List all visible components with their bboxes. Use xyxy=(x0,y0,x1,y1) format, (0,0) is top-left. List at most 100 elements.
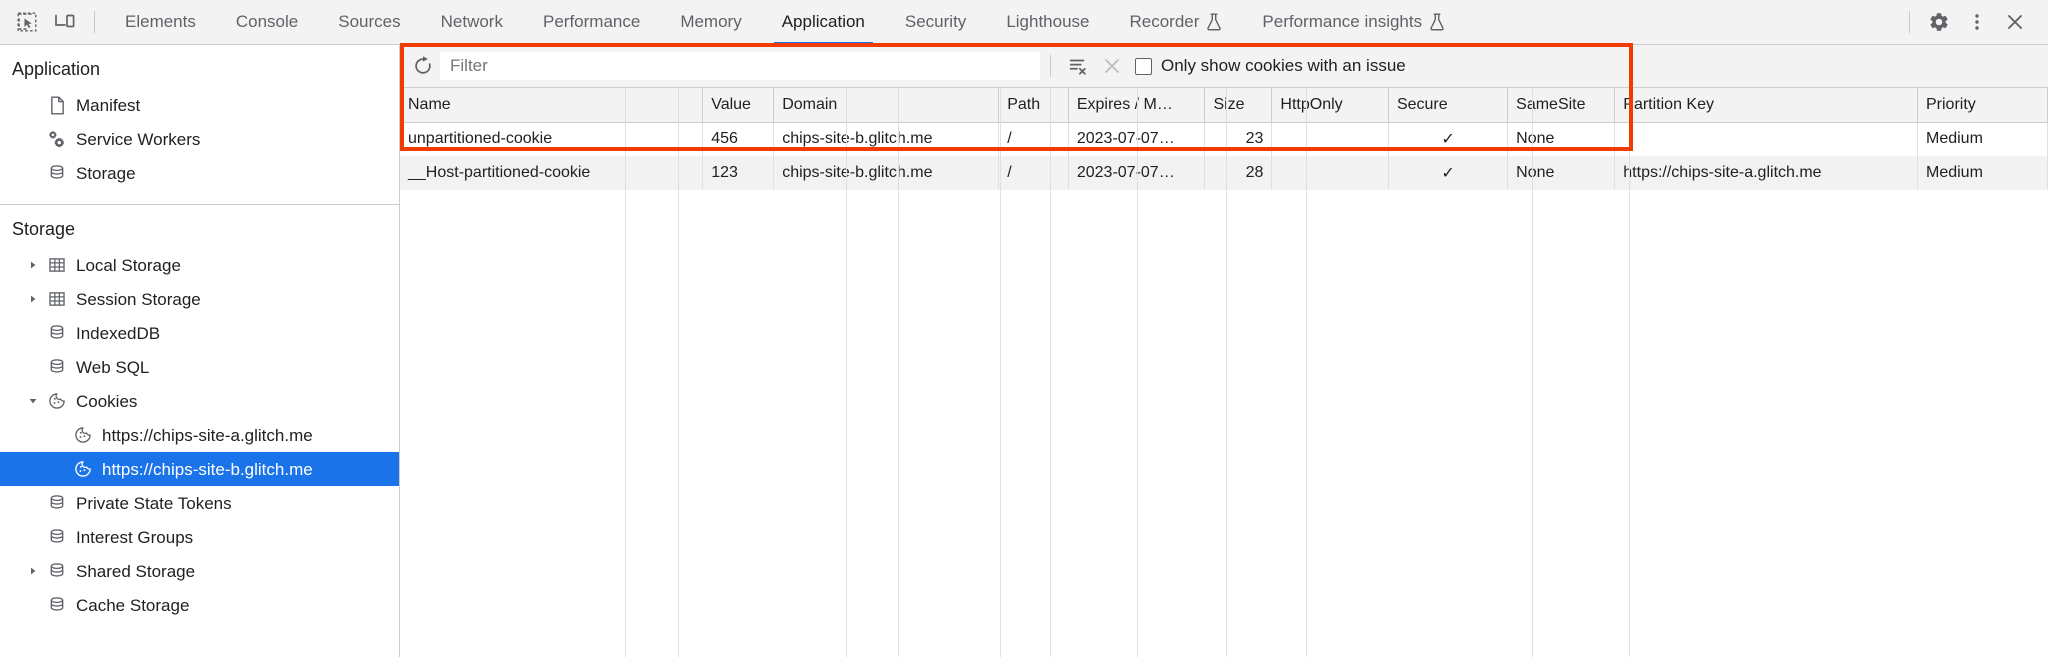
cell-samesite[interactable]: None xyxy=(1507,156,1616,190)
cell-name[interactable]: unpartitioned-cookie xyxy=(400,122,704,156)
cell-priority[interactable]: Medium xyxy=(1917,156,2048,190)
sidebar-item-web-sql[interactable]: Web SQL xyxy=(0,350,399,384)
filter-input[interactable] xyxy=(440,52,1040,80)
cell-name[interactable]: __Host-partitioned-cookie xyxy=(400,156,704,190)
sidebar-item-label: Storage xyxy=(76,163,136,183)
sidebar-item-private-state-tokens[interactable]: Private State Tokens xyxy=(0,486,399,520)
sidebar-item-label: Local Storage xyxy=(76,255,181,275)
chevron-right-icon[interactable] xyxy=(22,260,44,270)
cell-secure[interactable]: ✓ xyxy=(1388,156,1509,190)
table-icon xyxy=(44,290,70,308)
cell-secure[interactable]: ✓ xyxy=(1388,122,1509,156)
tab-console[interactable]: Console xyxy=(216,0,318,45)
chevron-down-icon[interactable] xyxy=(22,396,44,406)
sidebar-item-label: Private State Tokens xyxy=(76,493,232,513)
inspect-element-icon[interactable] xyxy=(8,3,46,41)
chevron-right-icon[interactable] xyxy=(22,294,44,304)
cell-domain[interactable]: chips-site-b.glitch.me xyxy=(773,122,1000,156)
column-header-priority[interactable]: Priority xyxy=(1917,88,2048,123)
column-header-domain[interactable]: Domain xyxy=(773,88,1000,123)
database-icon xyxy=(44,358,70,376)
database-icon xyxy=(44,596,70,614)
sidebar-item-cache-storage[interactable]: Cache Storage xyxy=(0,588,399,622)
tab-label: Sources xyxy=(338,12,401,31)
cell-domain[interactable]: chips-site-b.glitch.me xyxy=(773,156,1000,190)
column-header-samesite[interactable]: SameSite xyxy=(1507,88,1616,123)
column-header-name[interactable]: Name xyxy=(400,88,704,123)
cookie-icon xyxy=(70,426,96,444)
tab-performance-insights[interactable]: Performance insights xyxy=(1242,0,1465,45)
tab-security[interactable]: Security xyxy=(885,0,986,45)
cell-expires[interactable]: 2023-07-07… xyxy=(1068,122,1206,156)
sidebar-item-service-workers[interactable]: Service Workers xyxy=(0,122,399,156)
close-icon[interactable] xyxy=(1996,3,2034,41)
sidebar-item-https-chips-site-a-glitch-me[interactable]: https://chips-site-a.glitch.me xyxy=(0,418,399,452)
cell-partitionkey[interactable] xyxy=(1614,122,1918,156)
only-show-issues-label: Only show cookies with an issue xyxy=(1161,56,1406,75)
tab-network[interactable]: Network xyxy=(421,0,523,45)
tab-label: Application xyxy=(781,12,865,31)
cell-value[interactable]: 456 xyxy=(702,122,775,156)
sidebar-item-label: https://chips-site-b.glitch.me xyxy=(102,459,313,479)
cell-size[interactable]: 23 xyxy=(1204,122,1273,156)
tab-recorder[interactable]: Recorder xyxy=(1110,0,1243,45)
database-icon xyxy=(44,528,70,546)
sidebar-item-indexeddb[interactable]: IndexedDB xyxy=(0,316,399,350)
cell-samesite[interactable]: None xyxy=(1507,122,1616,156)
tab-sources[interactable]: Sources xyxy=(318,0,420,45)
toolbar-divider xyxy=(94,11,95,33)
cell-httponly[interactable] xyxy=(1271,156,1389,190)
column-header-value[interactable]: Value xyxy=(702,88,775,123)
kebab-menu-icon[interactable] xyxy=(1958,3,1996,41)
filter-bar-divider xyxy=(1050,55,1051,77)
cell-path[interactable]: / xyxy=(998,122,1069,156)
cell-partitionkey[interactable]: https://chips-site-a.glitch.me xyxy=(1614,156,1918,190)
column-header-partitionkey[interactable]: Partition Key xyxy=(1614,88,1918,123)
gear-icon[interactable] xyxy=(1920,3,1958,41)
sidebar-item-label: Shared Storage xyxy=(76,561,196,581)
device-toolbar-icon[interactable] xyxy=(46,3,84,41)
cell-value[interactable]: 123 xyxy=(702,156,775,190)
sidebar-item-cookies[interactable]: Cookies xyxy=(0,384,399,418)
sidebar-item-manifest[interactable]: Manifest xyxy=(0,88,399,122)
sidebar-item-storage[interactable]: Storage xyxy=(0,156,399,190)
sidebar-item-shared-storage[interactable]: Shared Storage xyxy=(0,554,399,588)
checkbox-box[interactable] xyxy=(1135,57,1152,75)
tab-memory[interactable]: Memory xyxy=(660,0,761,45)
column-header-size[interactable]: Size xyxy=(1204,88,1273,123)
tab-label: Lighthouse xyxy=(1006,12,1090,31)
cookies-panel: Only show cookies with an issue NameValu… xyxy=(400,43,2048,657)
cell-expires[interactable]: 2023-07-07… xyxy=(1068,156,1206,190)
database-icon xyxy=(44,324,70,342)
tab-application[interactable]: Application xyxy=(762,0,885,45)
chevron-right-icon[interactable] xyxy=(22,566,44,576)
clear-filtered-cookies-icon[interactable] xyxy=(1061,49,1095,83)
column-header-path[interactable]: Path xyxy=(998,88,1069,123)
sidebar-item-session-storage[interactable]: Session Storage xyxy=(0,282,399,316)
column-header-httponly[interactable]: HttpOnly xyxy=(1271,88,1389,123)
sidebar-item-local-storage[interactable]: Local Storage xyxy=(0,248,399,282)
sidebar-item-interest-groups[interactable]: Interest Groups xyxy=(0,520,399,554)
column-header-expires[interactable]: Expires / M… xyxy=(1068,88,1206,123)
tab-elements[interactable]: Elements xyxy=(105,0,216,45)
refresh-icon[interactable] xyxy=(406,49,440,83)
clear-icon[interactable] xyxy=(1095,49,1129,83)
column-header-secure[interactable]: Secure xyxy=(1388,88,1509,123)
tab-performance[interactable]: Performance xyxy=(523,0,660,45)
cookies-filter-bar: Only show cookies with an issue xyxy=(400,45,2048,88)
sidebar-item-https-chips-site-b-glitch-me[interactable]: https://chips-site-b.glitch.me xyxy=(0,452,399,486)
only-show-issues-checkbox[interactable]: Only show cookies with an issue xyxy=(1135,56,1406,76)
cell-size[interactable]: 28 xyxy=(1204,156,1273,190)
experiment-flask-icon xyxy=(1206,13,1222,31)
tab-lighthouse[interactable]: Lighthouse xyxy=(986,0,1109,45)
cell-path[interactable]: / xyxy=(998,156,1069,190)
cell-httponly[interactable] xyxy=(1271,122,1389,156)
tab-label: Memory xyxy=(680,12,742,31)
cell-priority[interactable]: Medium xyxy=(1917,122,2048,156)
